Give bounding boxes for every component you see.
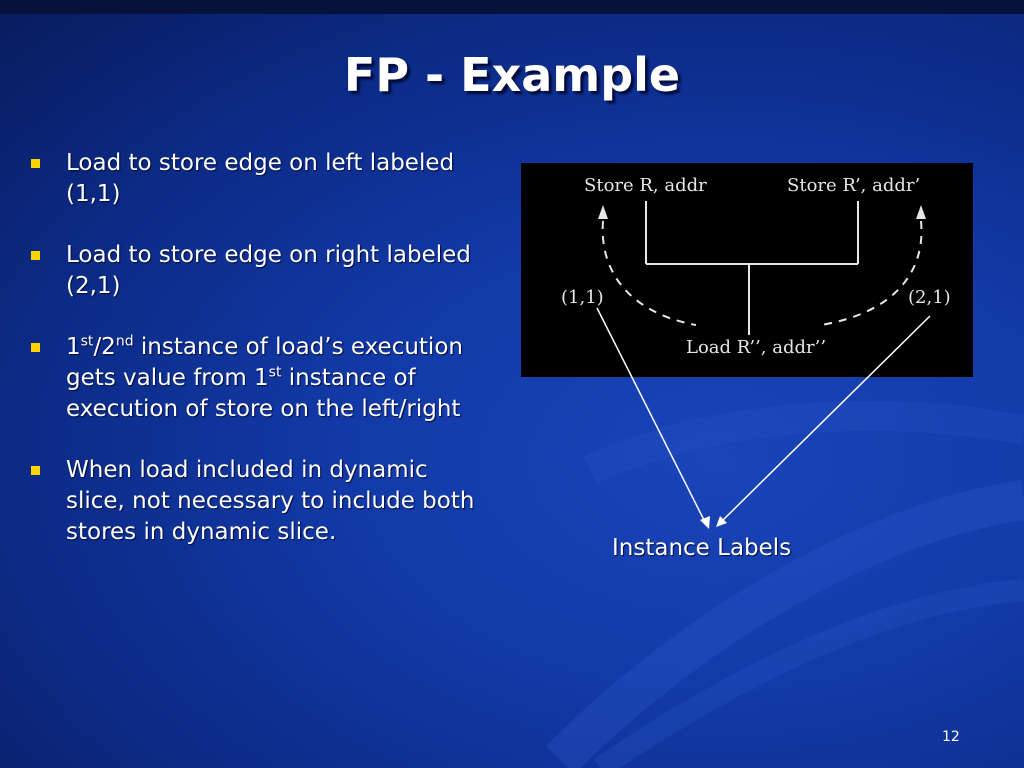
arrowhead-left: [598, 205, 608, 219]
bullet-item: When load included in dynamic slice, not…: [28, 455, 488, 548]
dependence-diagram: Store R, addr Store R’, addr’ (1,1) (2,1…: [521, 163, 973, 377]
bullet-superscript: st: [80, 333, 94, 350]
bullet-superscript: nd: [115, 333, 134, 350]
store-right-label: Store R’, addr’: [787, 175, 921, 196]
bullet-list: Load to store edge on left labeled (1,1)…: [28, 148, 488, 578]
bullet-text: Load to store edge on left labeled (1,1): [66, 150, 455, 207]
load-label: Load R’’, addr’’: [686, 337, 827, 358]
instance-label-left: (1,1): [561, 287, 604, 308]
store-left-label: Store R, addr: [584, 175, 707, 196]
top-bar: [0, 0, 1024, 14]
bullet-text-part: /2: [93, 334, 116, 360]
bullet-text: When load included in dynamic slice, not…: [66, 457, 475, 545]
instance-label-right: (2,1): [908, 287, 951, 308]
bullet-text-part: instance of load’s execution gets value …: [66, 334, 463, 391]
instance-labels-caption: Instance Labels: [612, 535, 792, 561]
square-bullet-icon: [31, 466, 40, 475]
bullet-text-part: 1: [66, 334, 81, 360]
bullet-superscript: st: [268, 364, 282, 381]
bullet-item: 1st/2nd instance of load’s execution get…: [28, 332, 488, 425]
bullet-text-part: instance of execution of store on the le…: [66, 365, 461, 422]
square-bullet-icon: [31, 251, 40, 260]
page-number: 12: [942, 729, 960, 745]
arrowhead-caption-left: [700, 516, 710, 529]
arrowhead-right: [916, 205, 926, 219]
bullet-item: Load to store edge on left labeled (1,1): [28, 148, 488, 210]
arrowhead-caption-right: [716, 516, 727, 527]
square-bullet-icon: [31, 159, 40, 168]
square-bullet-icon: [31, 343, 40, 352]
bullet-item: Load to store edge on right labeled (2,1…: [28, 240, 488, 302]
bullet-text: Load to store edge on right labeled (2,1…: [66, 242, 471, 299]
slide-title: FP - Example: [343, 48, 681, 102]
diagram-lines: [598, 201, 926, 335]
